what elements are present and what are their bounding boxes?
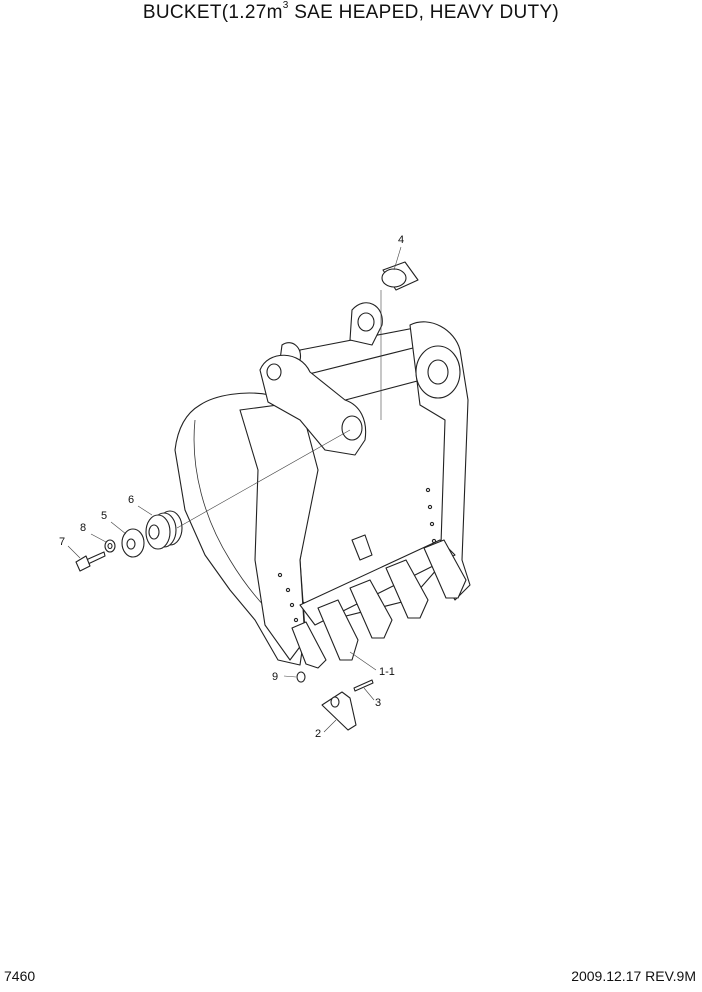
tooth-adapter-1 [317, 599, 359, 661]
part-8-washer [104, 539, 116, 553]
title-prefix: BUCKET(1.27m [142, 2, 283, 23]
bushing-face [381, 268, 407, 288]
callout-3: 3 [375, 697, 381, 709]
page-number: 7460 [4, 968, 36, 984]
side-hole-1 [277, 572, 283, 578]
tooth-adapter-5 [291, 621, 327, 669]
rear-lug-hole [357, 312, 375, 332]
bolt-head [75, 555, 91, 572]
tooth-point-hole [330, 696, 340, 708]
side-hole-3 [289, 602, 295, 608]
retainer-ring [296, 671, 306, 683]
shim-hole [148, 524, 160, 540]
callout-8: 8 [80, 522, 86, 534]
callout-9: 9 [272, 671, 278, 683]
washer-inner [107, 542, 113, 550]
tooth-tip-1 [351, 534, 373, 561]
part-2-tooth-point [321, 691, 357, 731]
side-hole-5 [425, 487, 431, 493]
callout-1-1: 1-1 [379, 666, 395, 678]
part-4-bushing [381, 261, 419, 291]
tooth-adapter-2 [349, 579, 393, 639]
tooth-adapters [291, 534, 467, 669]
tooth-point-body [321, 691, 357, 731]
side-hole-7 [429, 521, 435, 527]
part-7-bolt [75, 551, 106, 572]
plate-hole [126, 538, 136, 550]
side-hole-6 [427, 504, 433, 510]
left-side-reinforcement [239, 401, 319, 661]
side-hole-2 [285, 587, 291, 593]
part-6-shim-stack [145, 510, 183, 550]
part-3-pin [353, 679, 374, 692]
callout-5: 5 [101, 510, 107, 522]
tooth-adapter-4 [423, 539, 467, 599]
date-revision: 2009.12.17 REV.9M [571, 968, 696, 984]
side-hole-4 [293, 617, 299, 623]
right-pin-hole [427, 359, 449, 385]
left-lug-hole [266, 363, 282, 381]
tooth-adapter-3 [385, 559, 429, 619]
pin-body [353, 679, 374, 692]
part-9-retainer [296, 671, 306, 683]
shell-curve-line [193, 419, 279, 621]
callout-2: 2 [315, 728, 321, 740]
left-pin-hole [341, 415, 363, 441]
title-superscript: 3 [282, 0, 289, 11]
callout-7: 7 [59, 536, 65, 548]
callouts: 4 6 5 8 7 9 1-1 3 2 [59, 234, 404, 740]
callout-6: 6 [128, 494, 134, 506]
left-lug [259, 354, 367, 456]
leader-lines [67, 246, 402, 733]
bucket-body [174, 302, 471, 666]
callout-4: 4 [398, 234, 404, 246]
title-suffix: SAE HEAPED, HEAVY DUTY) [288, 2, 560, 23]
part-5-plate [121, 528, 145, 558]
diagram-title: BUCKET(1.27m3 SAE HEAPED, HEAVY DUTY) [0, 0, 702, 24]
